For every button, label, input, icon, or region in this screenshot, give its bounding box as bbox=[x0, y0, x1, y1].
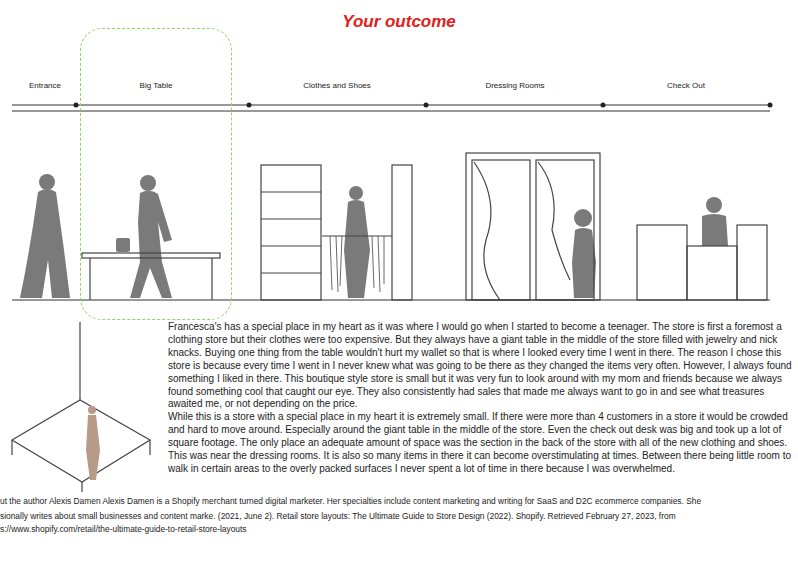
stage-label: Check Out bbox=[646, 81, 726, 91]
citation-line: sionally writes about small businesses a… bbox=[0, 511, 798, 522]
stage-label: Clothes and Shoes bbox=[287, 81, 387, 91]
essay-paragraph: Francesca's has a special place in my he… bbox=[168, 321, 792, 411]
title: Your outcome bbox=[0, 12, 798, 32]
essay-paragraph: While this is a store with a special pla… bbox=[168, 411, 792, 476]
citation-line: s://www.shopify.com/retail/the-ultimate-… bbox=[0, 524, 798, 535]
stage-label: Entrance bbox=[15, 81, 75, 91]
stage-label: Dressing Rooms bbox=[465, 81, 565, 91]
stage-label: Big Table bbox=[81, 81, 231, 90]
highlight-box: Big Table bbox=[80, 28, 232, 320]
citation-line: ut the author Alexis Damen Alexis Damen … bbox=[0, 496, 798, 507]
